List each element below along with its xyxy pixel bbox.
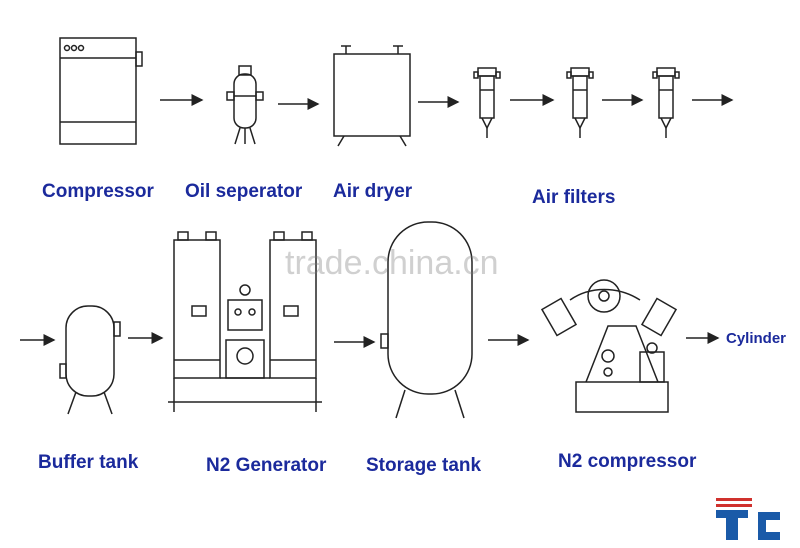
label-air-dryer: Air dryer: [333, 181, 413, 202]
air-filter-icon-1: [473, 67, 501, 138]
buffer-tank-icon: [59, 305, 121, 415]
label-air-filters: Air filters: [532, 187, 616, 208]
storage-tank-icon: [380, 221, 473, 419]
label-n2-compressor: N2 compressor: [558, 451, 697, 472]
n2-generator-icon: [168, 231, 322, 412]
oil-separator-icon: [226, 65, 264, 145]
air-filter-icon-3: [652, 67, 680, 138]
label-compressor: Compressor: [42, 181, 154, 202]
air-filter-icon-2: [566, 67, 594, 138]
tc-logo: [716, 498, 780, 540]
label-n2-generator: N2 Generator: [206, 455, 327, 476]
label-buffer-tank: Buffer tank: [38, 452, 139, 473]
label-cylinder: Cylinder: [726, 330, 787, 347]
n2-compressor-icon: [540, 279, 678, 413]
label-oil-separator: Oil seperator: [185, 181, 303, 202]
watermark: trade.china.cn: [285, 244, 499, 282]
air-dryer-icon: [333, 45, 411, 147]
label-storage-tank: Storage tank: [366, 455, 482, 476]
compressor-icon: [59, 37, 143, 145]
